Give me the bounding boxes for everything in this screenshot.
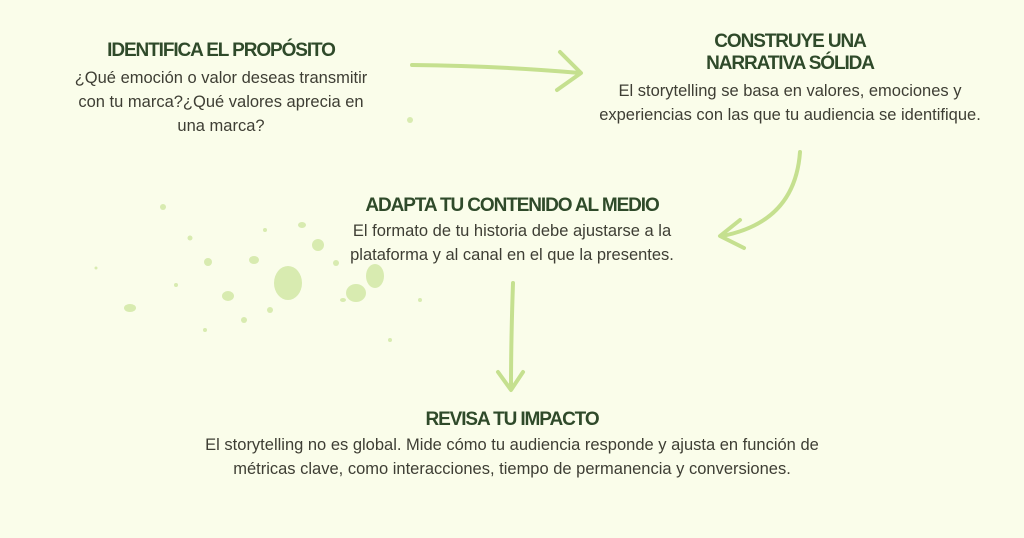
splatter-blob bbox=[222, 291, 234, 301]
splatter-blob bbox=[346, 284, 366, 302]
arrow-step3-to-step4 bbox=[496, 281, 525, 392]
step-revisa-impacto: REVISA TU IMPACTO El storytelling no es … bbox=[198, 409, 826, 481]
step-identifica-proposito: IDENTIFICA EL PROPÓSITO ¿Qué emoción o v… bbox=[66, 40, 376, 138]
splatter-blob bbox=[407, 117, 413, 123]
splatter-blob bbox=[366, 264, 384, 288]
step-adapta-contenido: ADAPTA TU CONTENIDO AL MEDIO El formato … bbox=[318, 195, 706, 267]
splatter-blob bbox=[174, 283, 178, 287]
step-description: ¿Qué emoción o valor deseas transmitir c… bbox=[74, 69, 368, 135]
splatter-blob bbox=[312, 239, 324, 251]
step-title: IDENTIFICA EL PROPÓSITO bbox=[107, 40, 336, 61]
splatter-blob bbox=[333, 260, 339, 266]
step-description: El storytelling se basa en valores, emoc… bbox=[599, 82, 981, 124]
step-description: El formato de tu historia debe ajustarse… bbox=[350, 222, 674, 264]
step-title: ADAPTA TU CONTENIDO AL MEDIO bbox=[365, 195, 659, 216]
splatter-blob bbox=[124, 304, 136, 312]
paint-splatter bbox=[94, 117, 422, 342]
splatter-blob bbox=[249, 256, 259, 264]
arrow-step1-to-step2 bbox=[410, 50, 583, 92]
arrow-step2-to-step3 bbox=[718, 150, 802, 250]
splatter-blob bbox=[263, 228, 267, 232]
splatter-blob bbox=[388, 338, 392, 342]
splatter-blob bbox=[204, 258, 212, 266]
splatter-blob bbox=[241, 317, 247, 323]
step-construye-narrativa: CONSTRUYE UNA NARRATIVA SÓLIDA El storyt… bbox=[584, 31, 996, 127]
splatter-blob bbox=[160, 204, 166, 210]
step-title: REVISA TU IMPACTO bbox=[425, 409, 599, 430]
splatter-blob bbox=[340, 298, 346, 302]
splatter-blob bbox=[267, 307, 273, 313]
splatter-blob bbox=[94, 266, 98, 270]
step-description: El storytelling no es global. Mide cómo … bbox=[205, 436, 819, 478]
splatter-blob bbox=[274, 266, 302, 300]
step-title: CONSTRUYE UNA NARRATIVA SÓLIDA bbox=[706, 31, 875, 74]
splatter-blob bbox=[203, 328, 207, 332]
splatter-blob bbox=[298, 222, 306, 228]
splatter-blob bbox=[187, 235, 193, 241]
splatter-blob bbox=[418, 298, 422, 302]
